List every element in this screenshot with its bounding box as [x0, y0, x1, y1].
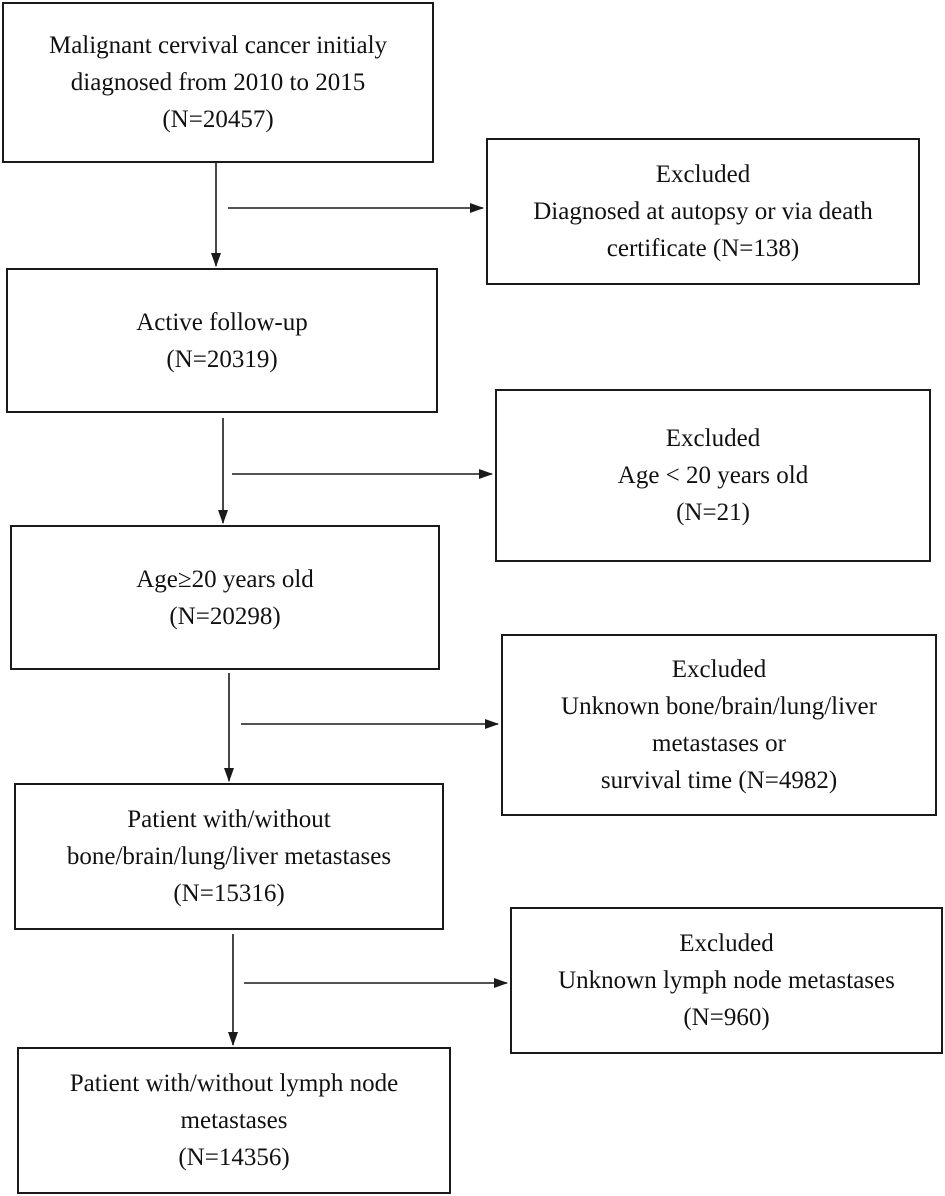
box-text: metastases or	[652, 730, 786, 757]
box-text: Patient with/without lymph node	[69, 1070, 399, 1097]
box-text: survival time (N=4982)	[600, 767, 838, 794]
box-text: Diagnosed at autopsy or via death	[533, 198, 873, 225]
box-text: bone/brain/lung/liver metastases	[66, 843, 392, 870]
box-text: Age≥20 years old	[136, 565, 314, 593]
box-text: Age < 20 years old	[617, 462, 809, 489]
box-text: Excluded	[671, 656, 767, 683]
box-age-20-plus: Age≥20 years old (N=20298)	[10, 525, 440, 670]
box-active-follow-up: Active follow-up (N=20319)	[6, 268, 438, 413]
box-initial-diagnosed: Malignant cervival cancer initialy diagn…	[2, 2, 434, 163]
box-text: Malignant cervival cancer initialy	[48, 32, 388, 59]
box-text: Excluded	[665, 425, 761, 452]
box-text: Unknown lymph node metastases	[558, 967, 895, 994]
box-text: Excluded	[679, 930, 774, 957]
box-text: (N=20319)	[166, 345, 278, 373]
box-text: (N=15316)	[173, 880, 285, 907]
box-text: (N=21)	[676, 499, 750, 526]
box-text: (N=20298)	[169, 602, 281, 630]
box-text: diagnosed from 2010 to 2015	[70, 69, 366, 96]
box-text: Excluded	[655, 161, 751, 188]
box-text: metastases	[180, 1107, 288, 1134]
box-text: Active follow-up	[136, 308, 308, 336]
box-text: (N=20457)	[162, 106, 274, 133]
box-excluded-age: Excluded Age < 20 years old (N=21)	[495, 389, 931, 562]
box-excluded-lymph-node: Excluded Unknown lymph node metastases (…	[510, 907, 943, 1054]
box-text: (N=960)	[683, 1004, 770, 1031]
box-lymph-node: Patient with/without lymph node metastas…	[17, 1047, 451, 1194]
box-text: Patient with/without	[127, 806, 331, 833]
box-excluded-autopsy: Excluded Diagnosed at autopsy or via dea…	[486, 138, 920, 285]
box-text: certificate (N=138)	[606, 235, 800, 262]
box-excluded-unknown-metastases: Excluded Unknown bone/brain/lung/liver m…	[501, 634, 937, 816]
box-text: Unknown bone/brain/lung/liver	[561, 693, 877, 720]
box-text: (N=14356)	[178, 1144, 290, 1171]
box-bone-brain-lung-liver: Patient with/without bone/brain/lung/liv…	[14, 783, 444, 930]
